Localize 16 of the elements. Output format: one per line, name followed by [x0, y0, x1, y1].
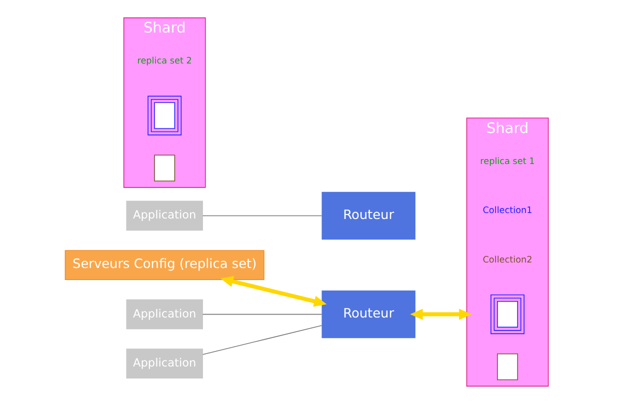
connector [202, 314, 322, 315]
node-box [147, 96, 182, 136]
arrow [410, 308, 472, 320]
node-label: replica set 2 [136, 56, 192, 67]
node-box: Routeur [321, 192, 415, 240]
connector [202, 215, 322, 216]
node-label: replica set 1 [480, 156, 534, 167]
connector [202, 325, 322, 355]
label: Collection2 [482, 255, 532, 266]
label: Collection1 [482, 206, 532, 216]
node-box: Serveurs Config (replica set) [64, 250, 264, 280]
node-box [154, 154, 175, 182]
node-box: Routeur [321, 290, 415, 338]
arrow [220, 276, 326, 307]
node-box [490, 294, 524, 334]
node-box [496, 353, 518, 380]
